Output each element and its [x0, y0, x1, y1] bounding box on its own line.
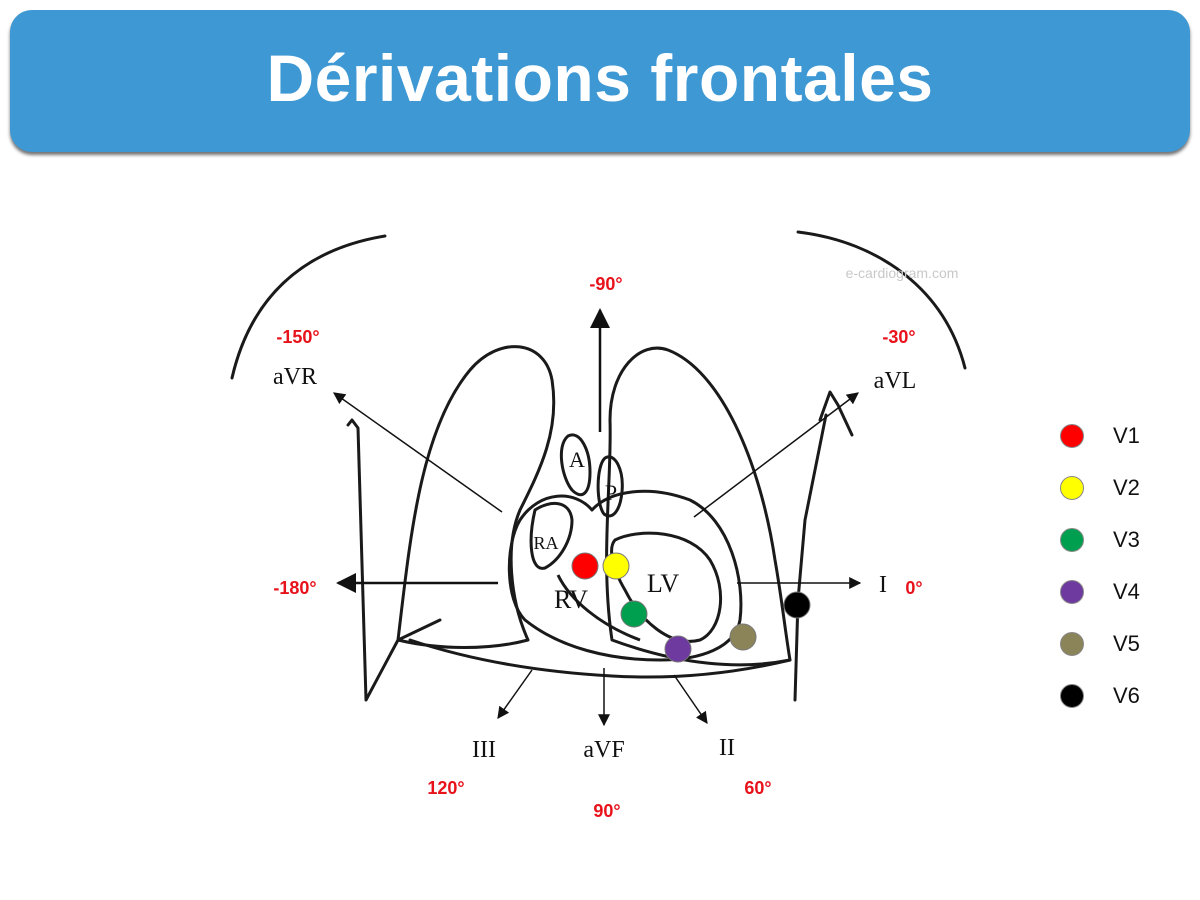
angle-plus120: 120° — [427, 778, 464, 798]
legend-label-v5: V5 — [1113, 631, 1140, 656]
legend-label-v3: V3 — [1113, 527, 1140, 552]
chamber-labels: A P RA RV LV — [533, 447, 679, 614]
label-left-ventricle: LV — [647, 569, 679, 598]
pulmonary-outline — [596, 455, 624, 518]
page-title: Dérivations frontales — [266, 41, 934, 115]
label-right-ventricle: RV — [554, 585, 588, 614]
legend-swatch-v1 — [1060, 424, 1084, 448]
left-ventricle-outline — [610, 531, 723, 643]
lead-axes — [333, 308, 862, 727]
title-banner: Dérivations frontales — [10, 10, 1190, 152]
electrode-v6 — [783, 591, 811, 619]
legend-label-v6: V6 — [1113, 683, 1140, 708]
axis-avl-arrow — [693, 392, 859, 518]
legend-item-v1: V1 — [1060, 410, 1180, 462]
diaphragm-outline — [408, 638, 792, 679]
label-avf: aVF — [583, 737, 624, 763]
left-torso-outline — [346, 418, 442, 702]
legend-item-v4: V4 — [1060, 566, 1180, 618]
legend-item-v5: V5 — [1060, 618, 1180, 670]
electrode-v1 — [571, 552, 599, 580]
axis-lead-iii-arrow — [497, 669, 533, 719]
electrodes — [571, 552, 811, 663]
angle-zero: 0° — [905, 578, 922, 598]
electrode-legend: V1 V2 V3 V4 V5 V6 — [1060, 410, 1180, 722]
electrode-v4 — [664, 635, 692, 663]
right-lung — [396, 345, 556, 649]
angle-minus90: -90° — [589, 274, 622, 294]
right-torso-outline — [793, 390, 854, 702]
label-pulmonary: P — [605, 480, 617, 505]
legend-label-v2: V2 — [1113, 475, 1140, 500]
electrode-v5 — [729, 623, 757, 651]
lead-labels: aVR aVL I III aVF II — [273, 364, 916, 763]
axis-lead-ii-arrow — [673, 674, 708, 724]
legend-swatch-v4 — [1060, 580, 1084, 604]
legend-swatch-v5 — [1060, 632, 1084, 656]
legend-label-v1: V1 — [1113, 423, 1140, 448]
axis-avr-arrow — [333, 392, 503, 513]
heart — [507, 433, 743, 662]
left-shoulder-curve — [230, 234, 387, 380]
angle-labels: -90° -150° -30° -180° 0° 120° 90° 60° — [273, 274, 922, 821]
septum — [556, 574, 641, 642]
right-shoulder-curve — [796, 230, 967, 370]
label-avl: aVL — [874, 368, 917, 394]
label-lead-i: I — [879, 572, 887, 598]
legend-swatch-v3 — [1060, 528, 1084, 552]
body-outline — [230, 230, 967, 702]
label-avr: aVR — [273, 364, 317, 390]
angle-plus60: 60° — [744, 778, 771, 798]
label-lead-iii: III — [472, 737, 496, 763]
electrode-v2 — [602, 552, 630, 580]
label-lead-ii: II — [719, 735, 735, 761]
angle-minus150: -150° — [276, 327, 319, 347]
legend-item-v2: V2 — [1060, 462, 1180, 514]
angle-plus90: 90° — [593, 801, 620, 821]
legend-item-v6: V6 — [1060, 670, 1180, 722]
right-atrium-outline — [529, 501, 574, 570]
legend-swatch-v6 — [1060, 684, 1084, 708]
watermark: e-cardiogram.com — [846, 265, 959, 281]
electrode-v3 — [620, 600, 648, 628]
angle-minus180: -180° — [273, 578, 316, 598]
legend-swatch-v2 — [1060, 476, 1084, 500]
legend-label-v4: V4 — [1113, 579, 1140, 604]
heart-outline — [507, 489, 743, 662]
angle-minus30: -30° — [882, 327, 915, 347]
aorta-outline — [559, 433, 592, 496]
label-right-atrium: RA — [533, 533, 558, 553]
label-aorta: A — [569, 447, 585, 472]
legend-item-v3: V3 — [1060, 514, 1180, 566]
